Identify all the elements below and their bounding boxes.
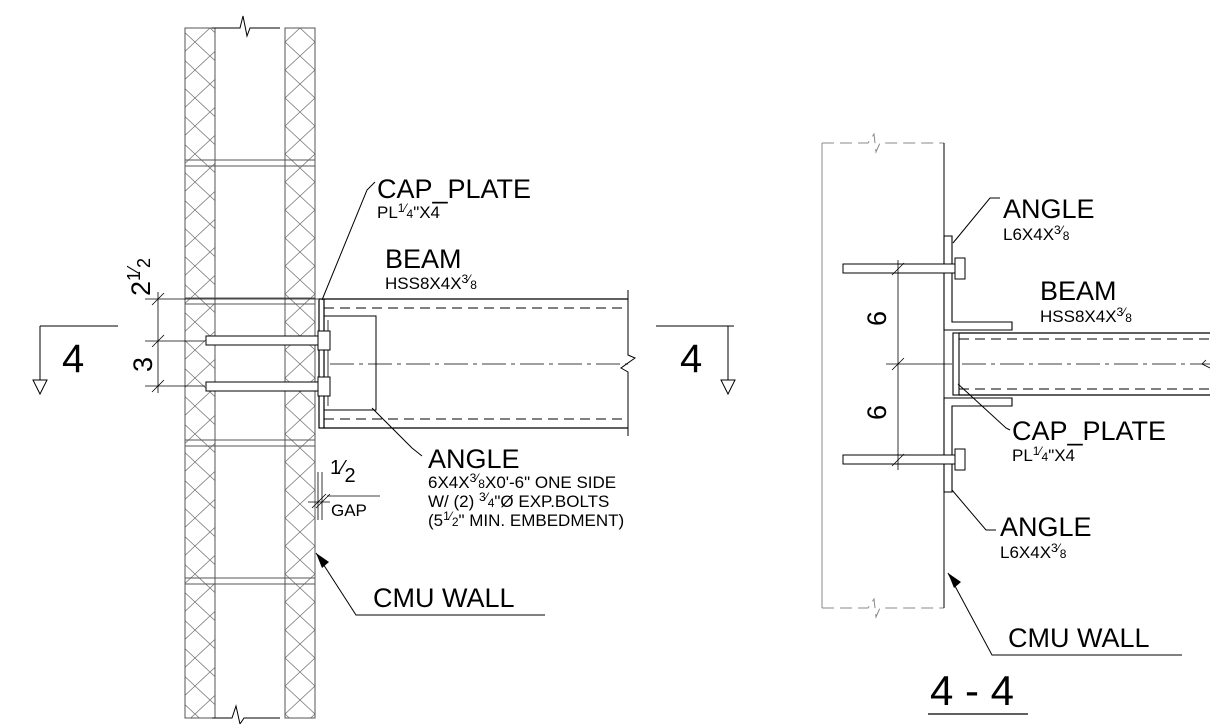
dimension-lines-right [886,260,952,470]
cap-plate-title-right: CAP_PLATE [1012,416,1166,446]
dim-3: 3 [128,357,158,372]
beam-spec-left: HSS8X4X3⁄8 [385,272,477,293]
section-cut-label-left: 4 [62,337,84,381]
mortar-joints [185,159,315,585]
cmu-wall-label-right: CMU WALL [1008,623,1150,653]
gap-dimension [308,472,380,520]
cap-plate [318,298,325,429]
cmu-wall-section [821,132,945,619]
cap-plate-title-left: CAP_PLATE [377,174,531,204]
angle-bottom-right [943,397,1013,493]
cap-plate-spec-right: PL1⁄4"X4 [1012,444,1075,465]
expansion-bolts [205,330,331,397]
beam-spec-right: HSS8X4X3⁄8 [1040,305,1132,326]
angle-bottom-title: ANGLE [1000,512,1092,542]
angle-title-left: ANGLE [428,444,520,474]
angle-top-right [943,235,1013,331]
section-cut-marker-left: 4 [32,325,118,396]
dimension-lines-left [145,292,318,393]
angle-bottom-spec: L6X4X3⁄8 [1000,541,1067,562]
angle-top-spec: L6X4X3⁄8 [1003,223,1070,244]
angle-top-title: ANGLE [1003,194,1095,224]
cmu-wall-label-left: CMU WALL [373,583,515,613]
beam-title-right: BEAM [1040,276,1117,306]
gap-dim-text: 1⁄2 [330,457,356,487]
dim-6-bottom: 6 [862,405,892,420]
beam-title-left: BEAM [385,244,462,274]
beam-hss-left [324,290,637,436]
dim-6-top: 6 [862,311,892,326]
angle-left [324,315,377,411]
gap-label: GAP [331,501,367,520]
section-cut-label-right: 4 [680,337,702,381]
angle-spec-line2: W/ (2) 3⁄4"Ø EXP.BOLTS [428,490,609,511]
dim-2-1-2: 21⁄2 [124,258,156,296]
cap-plate-spec-left: PL1⁄4"X4 [377,201,440,222]
section-title: 4 - 4 [930,667,1014,714]
cap-plate-right [952,332,960,396]
cmu-wall-elevation [184,15,316,724]
section-cut-marker-right: 4 [656,325,736,396]
beam-hss-right [959,332,1210,396]
angle-spec-line3: (51⁄2" MIN. EMBEDMENT) [428,509,624,530]
angle-spec-line1: 6X4X3⁄8X0'-6" ONE SIDE [428,471,616,492]
